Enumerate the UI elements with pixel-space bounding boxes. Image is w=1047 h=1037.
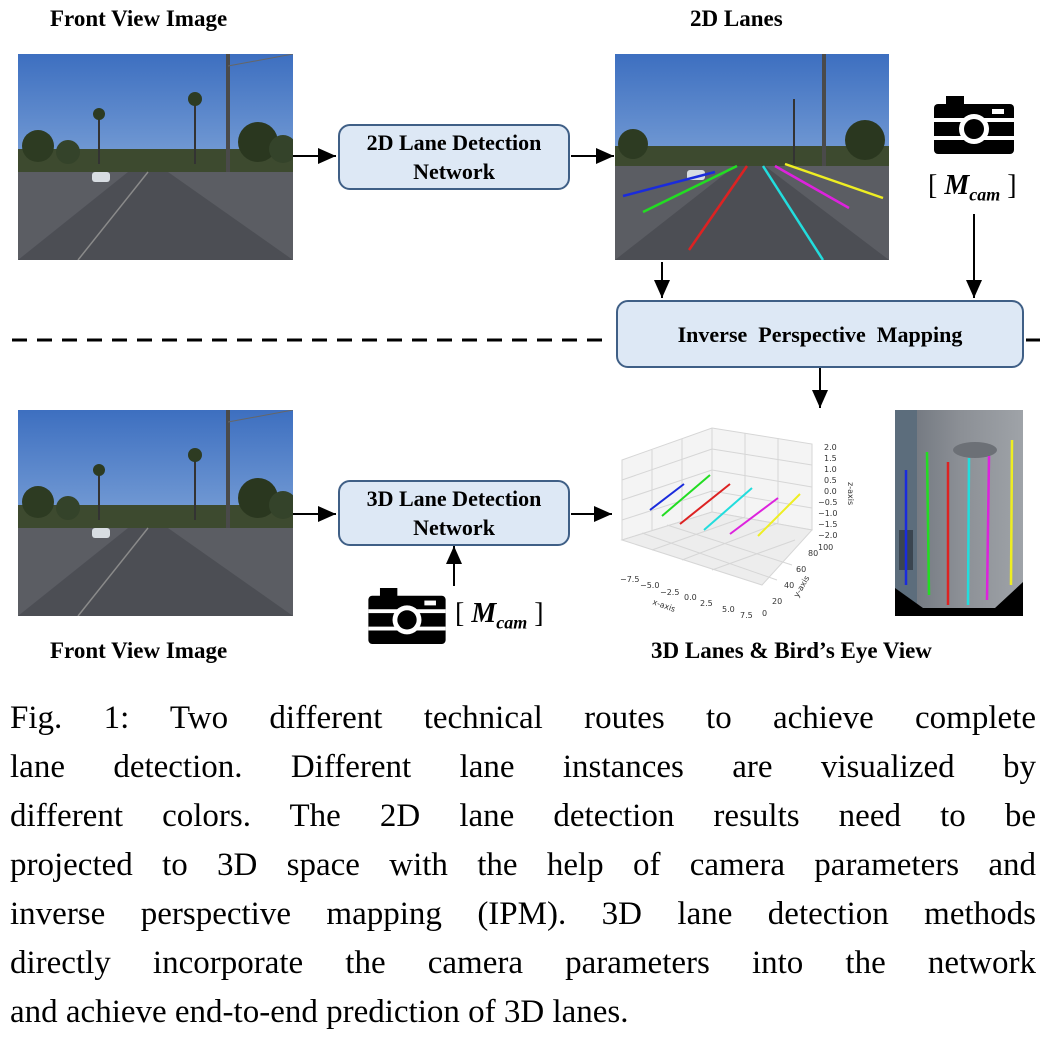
bev-lane-green [925, 451, 931, 596]
caption-line: inverse perspective mapping (IPM). 3D la… [10, 896, 1036, 932]
y-tick: 60 [796, 565, 806, 574]
y-tick: 0 [762, 609, 767, 618]
z-tick: 1.0 [824, 465, 837, 474]
z-tick: 1.5 [824, 454, 837, 463]
y-tick: 100 [818, 543, 833, 552]
lane-3d-green [661, 474, 711, 517]
caption-line: different colors. The 2D lane detection … [10, 798, 1036, 834]
front-view-photo-top [18, 54, 293, 260]
x-tick: 0.0 [684, 593, 697, 602]
caption-line: directly incorporate the camera paramete… [10, 945, 1036, 981]
caption-line: projected to 3D space with the help of c… [10, 847, 1036, 883]
z-tick: −2.0 [818, 531, 837, 540]
z-tick: −1.5 [818, 520, 837, 529]
bev-lane-yellow [1009, 439, 1014, 586]
lanes-3d-bev-label: 3D Lanes & Bird’s Eye View [651, 638, 932, 663]
lane-2d-blue [622, 170, 716, 198]
lane-3d-magenta [729, 497, 779, 535]
y-tick: 20 [772, 597, 782, 606]
bev-lane-magenta [985, 455, 991, 601]
caption-line: Fig. 1: Two different technical routes t… [10, 700, 1036, 736]
connector-arrows [12, 148, 1040, 586]
camera-icon-top [934, 96, 1014, 154]
lane-2d-red [687, 165, 749, 251]
y-axis-label: y-axis [792, 574, 812, 599]
camera-icon-bottom [368, 588, 446, 644]
figure-caption: Fig. 1: Two different technical routes t… [10, 694, 1036, 1037]
camera-param-top: [ Mcam ] [928, 170, 1017, 205]
x-tick: 7.5 [740, 611, 753, 620]
lanes-2d-photo [615, 54, 889, 260]
lane-3d-red [679, 483, 731, 525]
caption-line: and achieve end-to-end prediction of 3D … [10, 994, 629, 1030]
bev-lane-cyan [966, 457, 971, 606]
x-axis-label: x-axis [651, 597, 676, 614]
front-view-label-bottom: Front View Image [50, 638, 228, 663]
lanes-3d-plot: 2.0 1.5 1.0 0.5 0.0 −0.5 −1.0 −1.5 −2.0 … [620, 427, 855, 620]
lane-3d-cyan [703, 487, 753, 531]
z-tick: 0.5 [824, 476, 837, 485]
front-view-label-top: Front View Image [50, 6, 228, 31]
x-tick: −7.5 [620, 575, 639, 584]
y-tick: 80 [808, 549, 818, 558]
y-tick: 40 [784, 581, 794, 590]
z-tick: −1.0 [818, 509, 837, 518]
lane-2d-yellow [784, 162, 884, 200]
lane-2d-green [642, 164, 738, 214]
lane-2d-cyan [761, 165, 825, 260]
front-view-photo-bottom [18, 410, 293, 616]
x-tick: −5.0 [640, 581, 659, 590]
z-tick: −0.5 [818, 498, 837, 507]
caption-line: lane detection. Different lane instances… [10, 749, 1036, 785]
lane-2d-magenta [774, 164, 850, 210]
x-tick: 5.0 [722, 605, 735, 614]
x-tick: 2.5 [700, 599, 713, 608]
z-tick: 0.0 [824, 487, 837, 496]
camera-param-bottom: [ Mcam ] [455, 598, 544, 633]
lane-3d-blue [649, 483, 685, 511]
x-tick: −2.5 [660, 588, 679, 597]
lane-3d-yellow [757, 493, 801, 537]
birds-eye-view-image [895, 410, 1023, 616]
ipm-box: Inverse Perspective Mapping [616, 300, 1024, 368]
lanes-2d-label: 2D Lanes [690, 6, 783, 31]
z-axis-label: z-axis [846, 482, 855, 505]
z-tick: 2.0 [824, 443, 837, 452]
